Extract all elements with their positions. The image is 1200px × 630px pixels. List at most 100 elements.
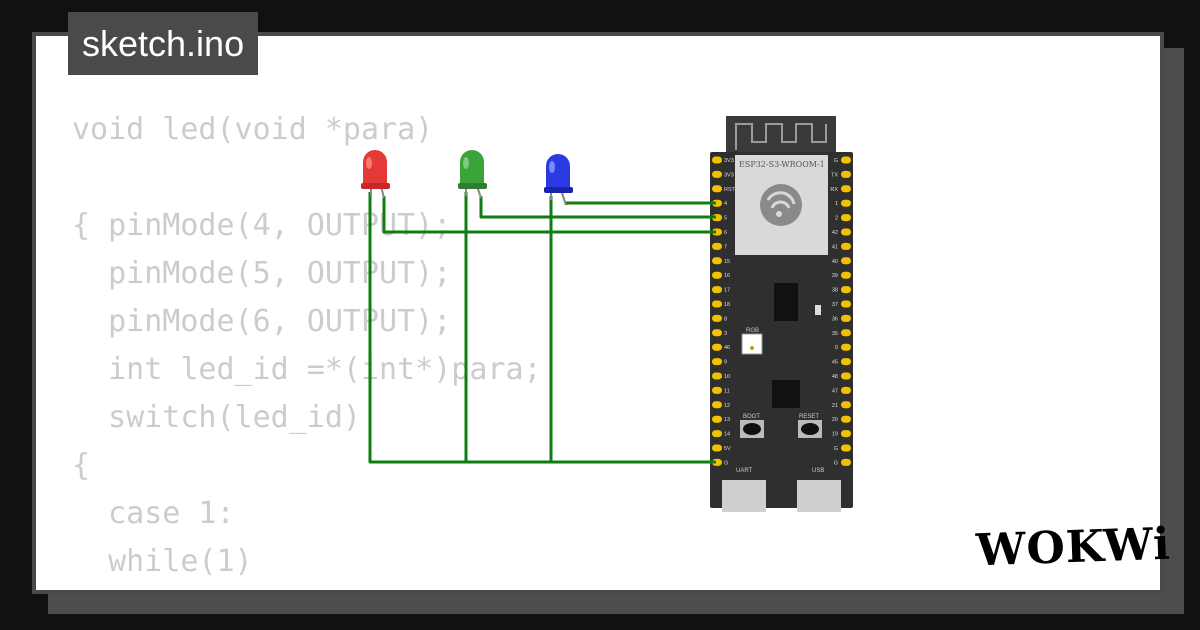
- led-green[interactable]: [458, 150, 487, 199]
- code-line: int led_id =*(int*)para;: [72, 352, 542, 387]
- code-line: void led(void *para): [72, 112, 434, 147]
- pin-pad[interactable]: [712, 386, 722, 394]
- pin-pad[interactable]: [841, 401, 851, 409]
- wire-red-to-pin6: [382, 196, 716, 234]
- pin-label: 13: [724, 417, 730, 423]
- pin-pad[interactable]: [712, 199, 722, 207]
- chip-lower: [772, 380, 800, 408]
- pin-label: 2: [835, 216, 838, 222]
- pin-pad[interactable]: [841, 358, 851, 366]
- pin-pad[interactable]: [841, 257, 851, 265]
- pin-label: TX: [831, 172, 838, 178]
- pin-pad[interactable]: [841, 185, 851, 193]
- pin-pad[interactable]: [841, 430, 851, 438]
- uart-port[interactable]: [722, 480, 766, 512]
- wokwi-logo: WOKWi: [975, 518, 1172, 577]
- pin-pad[interactable]: [712, 156, 722, 164]
- pin-pad[interactable]: [841, 156, 851, 164]
- pin-pad[interactable]: [841, 444, 851, 452]
- pin-pad[interactable]: [712, 300, 722, 308]
- led-blue[interactable]: [544, 154, 573, 206]
- usb-port[interactable]: [797, 480, 841, 512]
- pin-label: 12: [724, 403, 730, 409]
- pin-pad[interactable]: [841, 228, 851, 236]
- pin-pad[interactable]: [712, 401, 722, 409]
- pin-label: 36: [832, 316, 838, 322]
- pin-pad[interactable]: [841, 314, 851, 322]
- pin-label: 6: [724, 230, 727, 236]
- boot-button-cap[interactable]: [743, 423, 761, 435]
- code-line: { pinMode(4, OUTPUT);: [72, 208, 452, 243]
- code-line: {: [72, 448, 91, 483]
- pin-label: G: [724, 460, 728, 466]
- pin-pad[interactable]: [841, 372, 851, 380]
- pin-label: 21: [832, 403, 838, 409]
- pin-pad[interactable]: [841, 199, 851, 207]
- pin-label: 47: [832, 388, 838, 394]
- pin-pad[interactable]: [712, 242, 722, 250]
- pin-label: 9: [724, 360, 727, 366]
- reset-button-cap[interactable]: [801, 423, 819, 435]
- pin-label: G: [834, 460, 838, 466]
- pin-pad[interactable]: [841, 329, 851, 337]
- wire-green-to-pin5: [479, 196, 716, 219]
- pin-label: 40: [832, 259, 838, 265]
- espressif-logo-icon: [760, 184, 802, 226]
- pin-pad[interactable]: [841, 271, 851, 279]
- pin-label: 48: [832, 374, 838, 380]
- pin-label: 3V3: [724, 158, 734, 164]
- code-line: pinMode(5, OUTPUT);: [72, 256, 452, 291]
- pin-label: 46: [724, 345, 730, 351]
- pin-label: 38: [832, 288, 838, 294]
- pin-label: 5: [724, 216, 727, 222]
- wires: [368, 192, 716, 464]
- pin-pad[interactable]: [841, 300, 851, 308]
- pin-pad[interactable]: [712, 185, 722, 193]
- pin-pad[interactable]: [712, 257, 722, 265]
- pin-label: 20: [832, 417, 838, 423]
- rgb-led-dot: [750, 346, 754, 350]
- preview-card: void led(void *para) { pinMode(4, OUTPUT)…: [32, 32, 1164, 594]
- usb-label: USB: [812, 468, 824, 474]
- pin-label: 7: [724, 244, 727, 250]
- file-name-tab[interactable]: sketch.ino: [68, 12, 259, 75]
- pin-label: 42: [832, 230, 838, 236]
- code-line: while(1): [72, 544, 253, 579]
- pin-pad[interactable]: [712, 343, 722, 351]
- pin-pad[interactable]: [712, 286, 722, 294]
- wire-blue-to-pin4: [564, 201, 716, 205]
- pin-label: 41: [832, 244, 838, 250]
- pin-label: 5V: [724, 446, 731, 452]
- pin-label: 0: [835, 345, 838, 351]
- pin-pad[interactable]: [841, 458, 851, 466]
- pin-pad[interactable]: [712, 430, 722, 438]
- pin-pad[interactable]: [712, 444, 722, 452]
- pin-pad[interactable]: [841, 214, 851, 222]
- pin-label: 17: [724, 288, 730, 294]
- led-red[interactable]: [361, 150, 390, 199]
- pin-pad[interactable]: [712, 358, 722, 366]
- pin-label: 11: [724, 388, 730, 394]
- pin-pad[interactable]: [712, 372, 722, 380]
- chip-upper: [774, 283, 798, 321]
- pin-pad[interactable]: [841, 343, 851, 351]
- pin-pad[interactable]: [841, 386, 851, 394]
- pin-pad[interactable]: [841, 286, 851, 294]
- pin-label: G: [834, 446, 838, 452]
- pin-label: 10: [724, 374, 730, 380]
- pin-pad[interactable]: [712, 228, 722, 236]
- pin-pad[interactable]: [841, 170, 851, 178]
- pin-pad[interactable]: [712, 415, 722, 423]
- pin-pad[interactable]: [712, 271, 722, 279]
- pin-pad[interactable]: [712, 329, 722, 337]
- pin-pad[interactable]: [841, 415, 851, 423]
- pin-pad[interactable]: [841, 242, 851, 250]
- wire-red-gnd: [368, 192, 716, 464]
- pin-label: 16: [724, 273, 730, 279]
- pin-pad[interactable]: [712, 170, 722, 178]
- pin-pad[interactable]: [712, 314, 722, 322]
- pin-label: 18: [724, 302, 730, 308]
- pin-label: 15: [724, 259, 730, 265]
- smd-component: [815, 305, 821, 315]
